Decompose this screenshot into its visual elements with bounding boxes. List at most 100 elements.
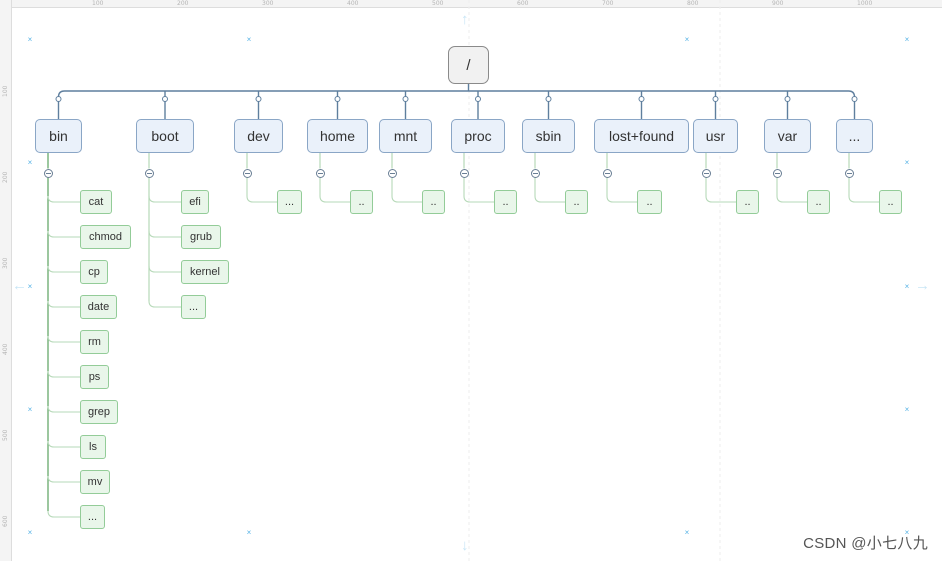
branch-connector bbox=[848, 90, 856, 119]
expand-up-arrow-icon[interactable]: ↑ bbox=[461, 11, 469, 28]
leaf-lost-found-more-label: .. bbox=[646, 196, 653, 208]
node-bin[interactable]: bin bbox=[35, 119, 82, 153]
collapse-boot-button[interactable] bbox=[144, 168, 154, 178]
leaf-connector bbox=[319, 177, 350, 203]
canvas-bound-marker-icon: × bbox=[904, 158, 910, 167]
collapse-lost-found-button[interactable] bbox=[602, 168, 612, 178]
collapse-var-button[interactable] bbox=[772, 168, 782, 178]
leaf-usr-more-label: .. bbox=[744, 196, 751, 208]
leaf-sbin-more[interactable]: .. bbox=[565, 190, 588, 214]
node-mnt[interactable]: mnt bbox=[379, 119, 432, 153]
leaf-bin-ps[interactable]: ps bbox=[80, 365, 109, 389]
branch-connector bbox=[57, 90, 65, 119]
watermark: CSDN @小七八九 bbox=[803, 535, 928, 552]
node-home[interactable]: home bbox=[307, 119, 368, 153]
leaf-boot-item-3[interactable]: ... bbox=[181, 295, 206, 319]
leaf-connector bbox=[848, 177, 879, 203]
collapse-sbin-button[interactable] bbox=[530, 168, 540, 178]
expand-down-arrow-icon[interactable]: ↓ bbox=[461, 537, 469, 554]
leaf-home-more[interactable]: .. bbox=[350, 190, 373, 214]
leaf-bin-cp[interactable]: cp bbox=[80, 260, 108, 284]
leaf-connector bbox=[47, 370, 80, 378]
collapse-home-button[interactable] bbox=[315, 168, 325, 178]
ruler-tick-label: 600 bbox=[517, 0, 529, 7]
leaf-bin-ls[interactable]: ls bbox=[80, 435, 106, 459]
ruler-tick-label: 1000 bbox=[857, 0, 873, 7]
collapse-mnt-button[interactable] bbox=[387, 168, 397, 178]
leaf-connector bbox=[47, 405, 80, 413]
node-proc-label: proc bbox=[464, 128, 492, 144]
leaf-proc-more[interactable]: .. bbox=[494, 190, 517, 214]
node-boot[interactable]: boot bbox=[136, 119, 194, 153]
branch-dot bbox=[334, 96, 341, 102]
leaf-mnt-more-label: .. bbox=[430, 196, 437, 208]
leaf-bin-grep[interactable]: grep bbox=[80, 400, 118, 424]
leaf-boot-kernel-label: kernel bbox=[190, 266, 220, 278]
leaf-bin-item-9[interactable]: ... bbox=[80, 505, 105, 529]
canvas-bound-marker-icon: × bbox=[684, 35, 690, 44]
canvas-bound-marker-icon: × bbox=[904, 35, 910, 44]
leaf-boot-grub-label: grub bbox=[189, 231, 213, 243]
ruler-tick-label: 300 bbox=[262, 0, 274, 7]
collapse-usr-button[interactable] bbox=[701, 168, 711, 178]
leaf-bin-cat[interactable]: cat bbox=[80, 190, 112, 214]
ruler-tick-label: 800 bbox=[687, 0, 699, 7]
collapse-bin-button[interactable] bbox=[43, 168, 53, 178]
node-lost-found[interactable]: lost+found bbox=[594, 119, 689, 153]
leaf-mnt-more[interactable]: .. bbox=[422, 190, 445, 214]
leaf-connector bbox=[148, 195, 181, 203]
root-node[interactable]: / bbox=[448, 46, 489, 84]
ruler-tick-label: 900 bbox=[772, 0, 784, 7]
branch-dot bbox=[255, 96, 262, 102]
leaf-bin-date[interactable]: date bbox=[80, 295, 117, 319]
leaf-boot-grub[interactable]: grub bbox=[181, 225, 221, 249]
canvas-bound-marker-icon: × bbox=[246, 35, 252, 44]
ruler-tick-label: 500 bbox=[432, 0, 444, 7]
leaf-connector bbox=[246, 177, 277, 203]
collapse-dev-button[interactable] bbox=[242, 168, 252, 178]
leaf-bin-item-9-label: ... bbox=[87, 511, 98, 523]
leaf-connector bbox=[47, 195, 80, 203]
collapse-proc-button[interactable] bbox=[459, 168, 469, 178]
canvas-bound-marker-icon: × bbox=[904, 528, 910, 537]
leaf-boot-efi[interactable]: efi bbox=[181, 190, 209, 214]
node-dev-label: dev bbox=[247, 128, 270, 144]
node-sbin[interactable]: sbin bbox=[522, 119, 575, 153]
leaf-bin-ls-label: ls bbox=[89, 441, 97, 453]
expand-right-arrow-icon[interactable]: → bbox=[915, 277, 930, 294]
node-boot-label: boot bbox=[151, 128, 179, 144]
node-item-10[interactable]: ... bbox=[836, 119, 873, 153]
leaf-bin-cat-label: cat bbox=[88, 196, 104, 208]
node-var[interactable]: var bbox=[764, 119, 811, 153]
leaf-bin-chmod[interactable]: chmod bbox=[80, 225, 131, 249]
node-proc[interactable]: proc bbox=[451, 119, 505, 153]
node-lost-found-label: lost+found bbox=[609, 128, 674, 144]
leaf-lost-found-more[interactable]: .. bbox=[637, 190, 662, 214]
node-dev[interactable]: dev bbox=[234, 119, 283, 153]
leaf-bin-date-label: date bbox=[87, 301, 110, 313]
node-item-10-label: ... bbox=[848, 128, 861, 144]
leaf-boot-kernel[interactable]: kernel bbox=[181, 260, 229, 284]
branch-dot bbox=[638, 96, 645, 102]
node-usr[interactable]: usr bbox=[693, 119, 738, 153]
leaf-bin-mv[interactable]: mv bbox=[80, 470, 110, 494]
leaf-dev-more[interactable]: ... bbox=[277, 190, 302, 214]
leaf-usr-more[interactable]: .. bbox=[736, 190, 759, 214]
leaf-item-10-more[interactable]: .. bbox=[879, 190, 902, 214]
node-usr-label: usr bbox=[705, 128, 726, 144]
canvas-bound-marker-icon: × bbox=[246, 528, 252, 537]
branch-dot bbox=[402, 96, 409, 102]
expand-left-arrow-icon[interactable]: ← bbox=[12, 277, 27, 294]
leaf-bin-rm[interactable]: rm bbox=[80, 330, 109, 354]
canvas-bound-marker-icon: × bbox=[684, 528, 690, 537]
branch-dot bbox=[475, 96, 481, 102]
leaf-boot-item-3-label: ... bbox=[188, 301, 199, 313]
leaf-var-more[interactable]: .. bbox=[807, 190, 830, 214]
leaf-connector bbox=[776, 177, 807, 203]
leaf-proc-more-label: .. bbox=[502, 196, 509, 208]
leaf-bin-mv-label: mv bbox=[87, 476, 103, 488]
leaf-dev-more-label: ... bbox=[284, 196, 295, 208]
node-mnt-label: mnt bbox=[393, 128, 418, 144]
collapse-item-10-button[interactable] bbox=[844, 168, 854, 178]
